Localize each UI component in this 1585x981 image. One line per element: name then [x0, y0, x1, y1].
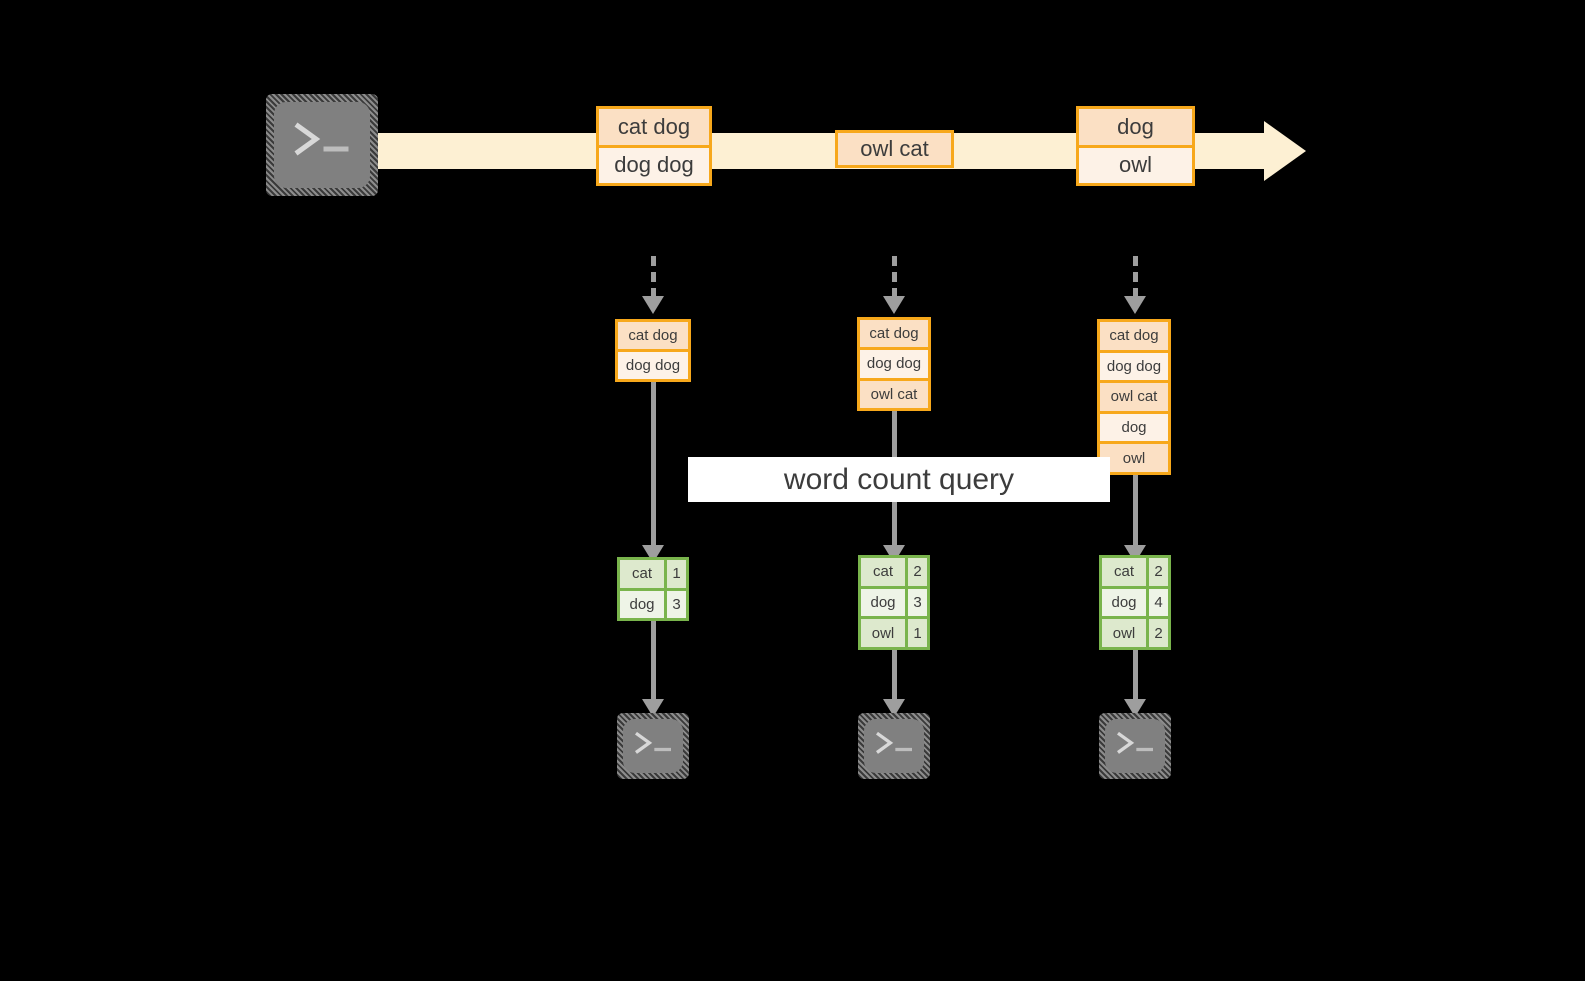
- terminal-prompt-glyph: [1117, 731, 1153, 754]
- snapshot-line: dog dog: [1100, 349, 1168, 381]
- query-banner: word count query: [688, 457, 1110, 502]
- stream-record-3: dog owl: [1076, 106, 1195, 186]
- snapshot-stack-1: cat dog dog dog: [615, 319, 691, 382]
- sink-terminal-icon-2: [858, 713, 930, 779]
- snapshot-line: owl: [1100, 441, 1168, 472]
- result-table-3: cat 2 dog 4 owl 2: [1099, 555, 1171, 650]
- query-banner-label: word count query: [783, 462, 1015, 496]
- snapshot-line: cat dog: [618, 322, 688, 349]
- snapshot-line: dog dog: [618, 349, 688, 379]
- stream-record-line: dog dog: [599, 144, 709, 183]
- result-count: 4: [1146, 588, 1168, 617]
- result-row: dog 3: [620, 587, 686, 618]
- snapshot-dashed-arrowhead-3: [1124, 296, 1146, 314]
- result-table-2: cat 2 dog 3 owl 1: [858, 555, 930, 650]
- query-connector-3: [1133, 475, 1138, 547]
- result-count: 1: [664, 560, 686, 588]
- result-count: 2: [905, 558, 927, 586]
- snapshot-line: owl cat: [1100, 380, 1168, 411]
- stream-record-2: owl cat: [835, 130, 954, 168]
- result-word: dog: [861, 588, 905, 617]
- stream-record-1: cat dog dog dog: [596, 106, 712, 186]
- snapshot-dashed-connector-1: [651, 256, 656, 298]
- result-row: owl 1: [861, 616, 927, 648]
- result-count: 3: [664, 590, 686, 618]
- snapshot-dashed-arrowhead-1: [642, 296, 664, 314]
- snapshot-line: dog dog: [860, 347, 928, 378]
- result-row: cat 1: [620, 560, 686, 588]
- snapshot-line: cat dog: [860, 320, 928, 348]
- result-row: cat 2: [1102, 558, 1168, 586]
- snapshot-stack-3: cat dog dog dog owl cat dog owl: [1097, 319, 1171, 475]
- result-word: cat: [620, 560, 664, 588]
- terminal-prompt-glyph: [876, 731, 912, 754]
- result-word: owl: [861, 619, 905, 648]
- sink-connector-2: [892, 650, 897, 701]
- sink-connector-3: [1133, 650, 1138, 701]
- result-word: cat: [861, 558, 905, 586]
- result-table-1: cat 1 dog 3: [617, 557, 689, 621]
- sink-terminal-icon-3: [1099, 713, 1171, 779]
- result-row: dog 4: [1102, 585, 1168, 617]
- stream-record-line: owl cat: [838, 133, 951, 165]
- result-row: cat 2: [861, 558, 927, 586]
- terminal-prompt-glyph: [294, 122, 349, 156]
- stream-record-line: owl: [1079, 144, 1192, 183]
- sink-terminal-icon-1: [617, 713, 689, 779]
- sink-arrowhead-2: [883, 699, 905, 717]
- query-connector-1: [651, 382, 656, 547]
- sink-connector-1: [651, 621, 656, 701]
- result-word: cat: [1102, 558, 1146, 586]
- source-terminal-icon: [266, 94, 378, 196]
- snapshot-line: cat dog: [1100, 322, 1168, 350]
- snapshot-line: dog: [1100, 410, 1168, 442]
- result-word: dog: [1102, 588, 1146, 617]
- result-row: dog 3: [861, 585, 927, 617]
- result-count: 2: [1146, 558, 1168, 586]
- result-word: owl: [1102, 619, 1146, 648]
- snapshot-dashed-connector-3: [1133, 256, 1138, 298]
- snapshot-line: owl cat: [860, 377, 928, 408]
- snapshot-dashed-arrowhead-2: [883, 296, 905, 314]
- stream-record-line: dog: [1079, 109, 1192, 145]
- snapshot-stack-2: cat dog dog dog owl cat: [857, 317, 931, 411]
- stream-arrowhead: [1264, 121, 1306, 181]
- result-count: 3: [905, 588, 927, 617]
- terminal-prompt-glyph: [635, 731, 671, 754]
- stream-record-line: cat dog: [599, 109, 709, 145]
- snapshot-dashed-connector-2: [892, 256, 897, 298]
- result-row: owl 2: [1102, 616, 1168, 648]
- result-word: dog: [620, 590, 664, 618]
- sink-arrowhead-1: [642, 699, 664, 717]
- sink-arrowhead-3: [1124, 699, 1146, 717]
- result-count: 2: [1146, 619, 1168, 648]
- result-count: 1: [905, 619, 927, 648]
